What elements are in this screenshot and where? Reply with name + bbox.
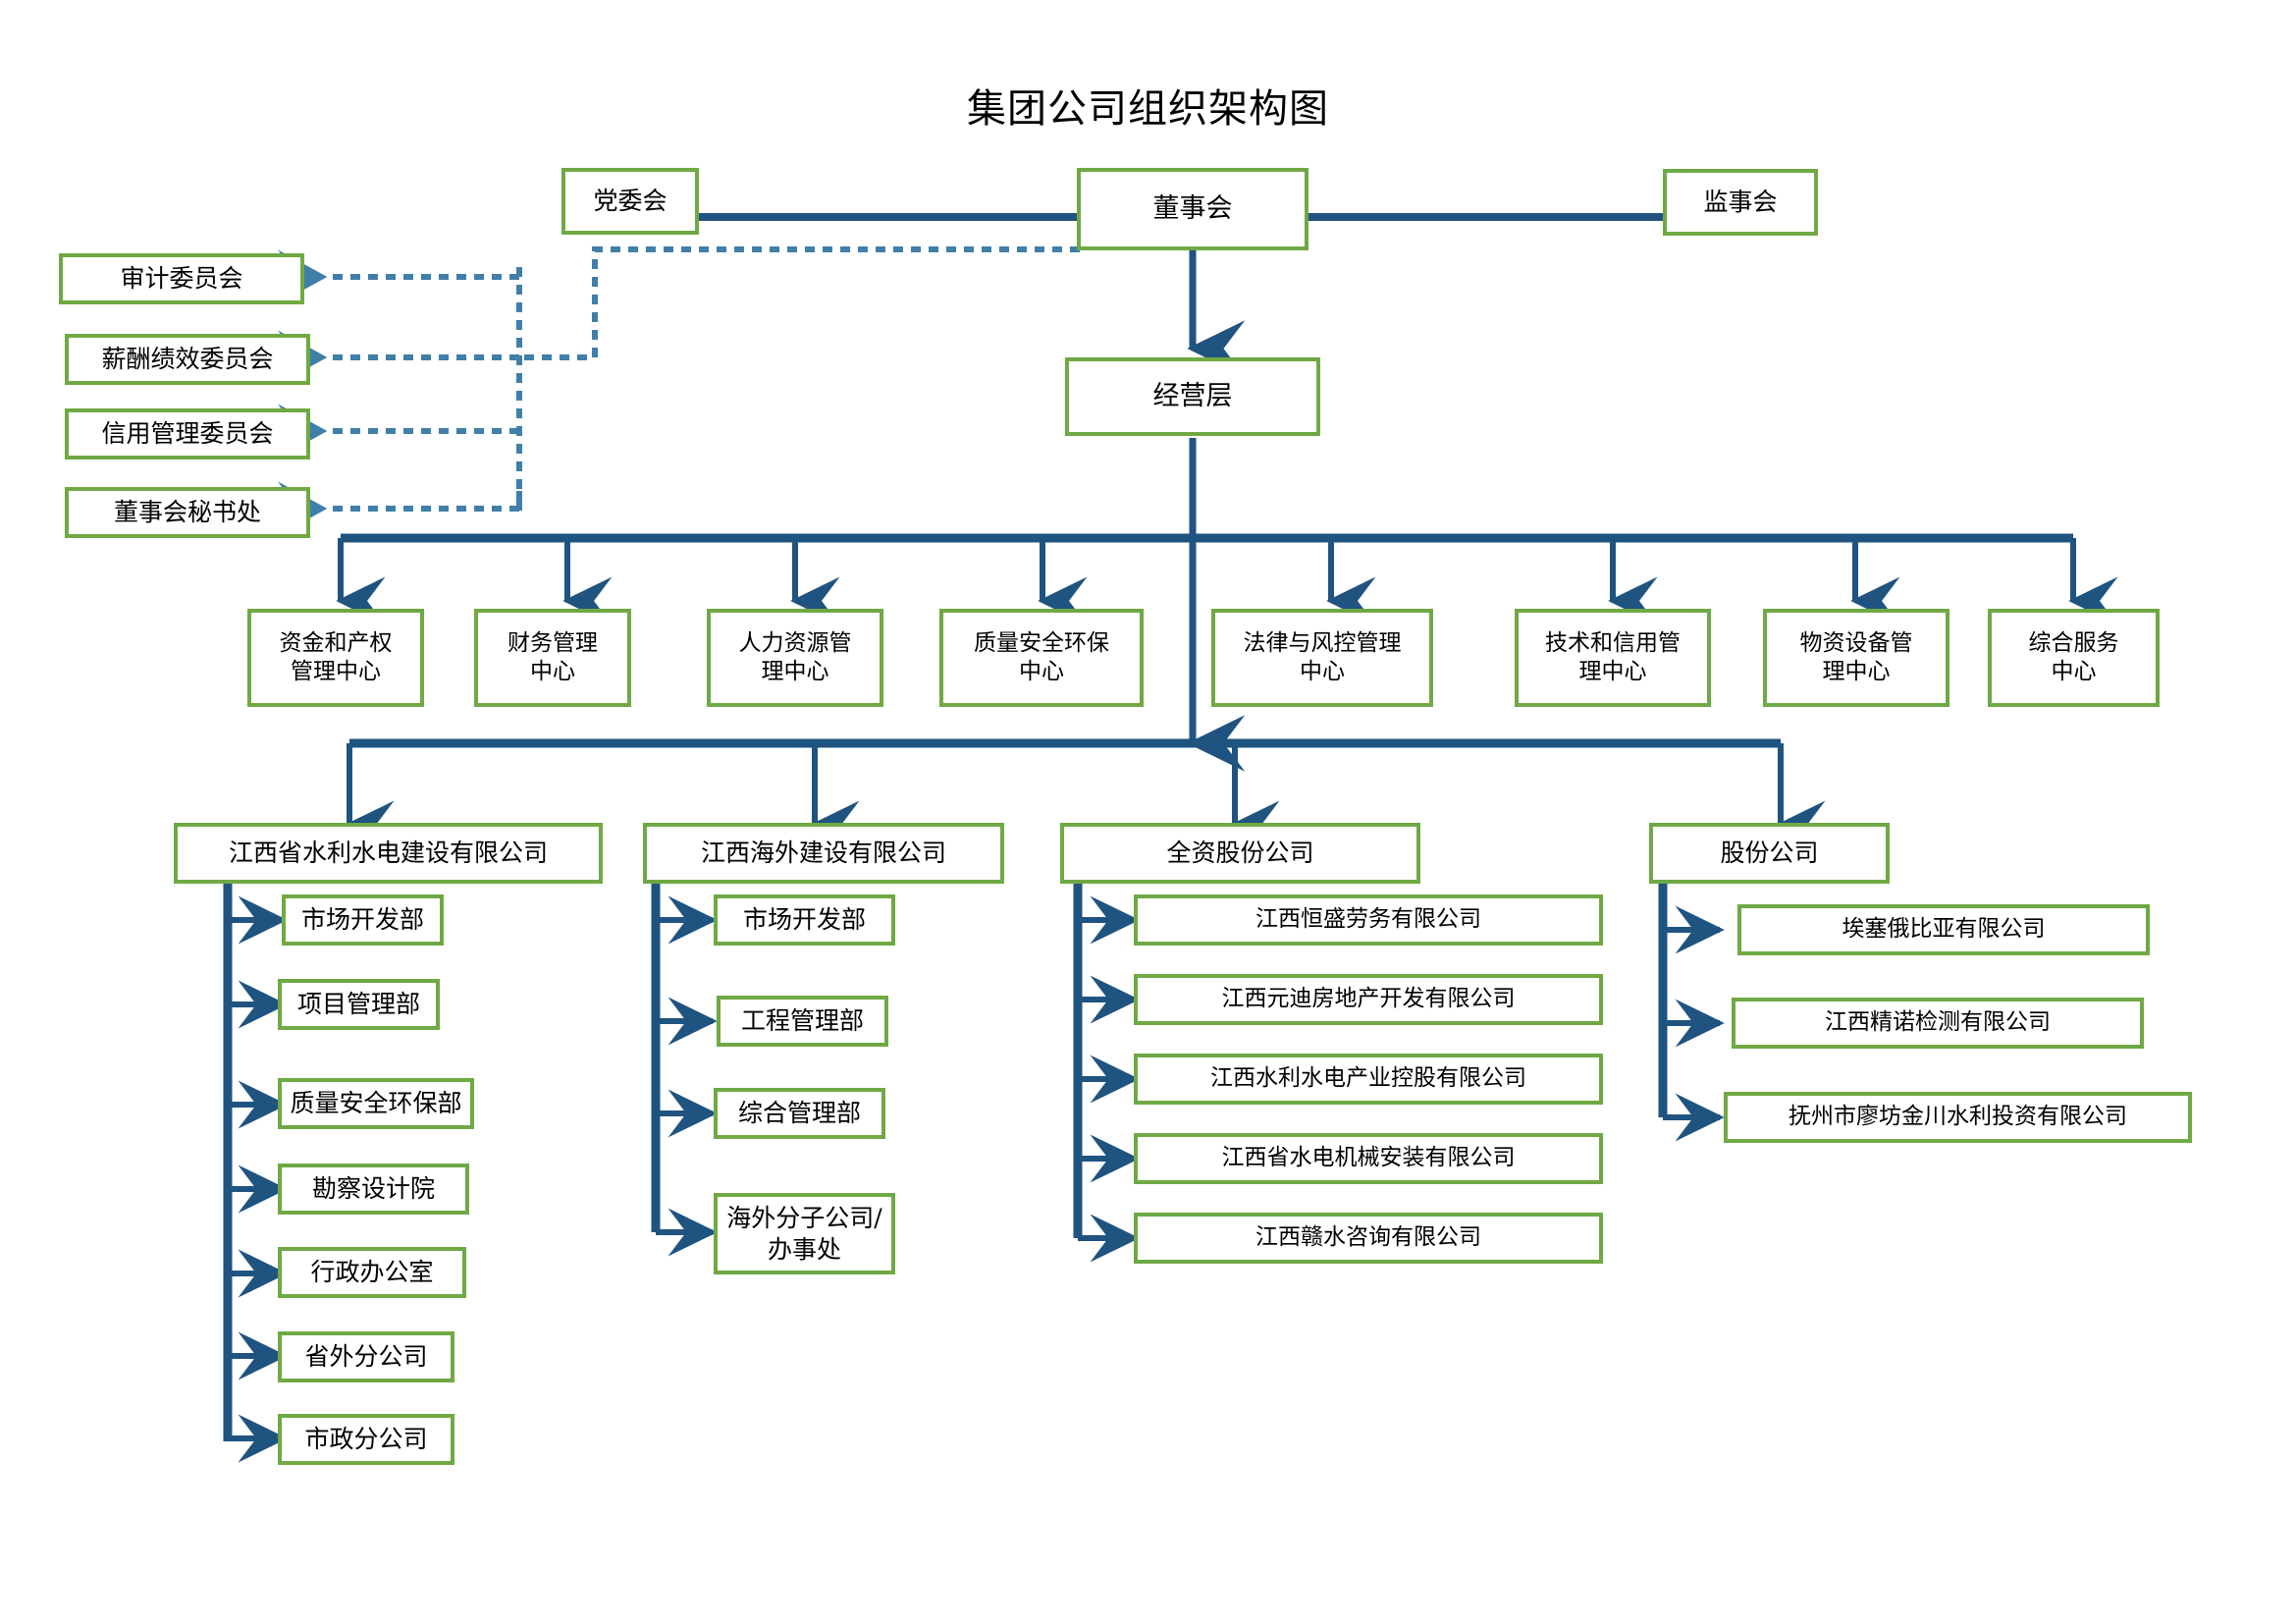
node-company-c4-ethiopia[interactable]: 埃塞俄比亚有限公司 <box>1737 904 2150 955</box>
node-company-c4-liaofang-jinchuan-water-investment[interactable]: 抚州市廖坊金川水利投资有限公司 <box>1724 1092 2192 1143</box>
node-committee-credit[interactable]: 信用管理委员会 <box>65 408 310 460</box>
node-subsidiary-jx-overseas[interactable]: 江西海外建设有限公司 <box>643 823 1004 884</box>
node-subsidiary-wholly-owned[interactable]: 全资股份公司 <box>1060 823 1420 884</box>
node-subsidiary-jx-water-power[interactable]: 江西省水利水电建设有限公司 <box>174 823 603 884</box>
node-center-tech-credit[interactable]: 技术和信用管 理中心 <box>1515 609 1711 707</box>
node-management-layer[interactable]: 经营层 <box>1065 357 1320 436</box>
node-company-c3-yuandi-realestate[interactable]: 江西元迪房地产开发有限公司 <box>1134 974 1603 1025</box>
node-center-funds-equity[interactable]: 资金和产权 管理中心 <box>247 609 424 707</box>
node-party-committee[interactable]: 党委会 <box>561 168 699 235</box>
node-center-legal-risk[interactable]: 法律与风控管理 中心 <box>1211 609 1433 707</box>
node-company-c3-hengsheng-labor[interactable]: 江西恒盛劳务有限公司 <box>1134 894 1603 946</box>
node-dept-c2-overseas-branch-office[interactable]: 海外分子公司/ 办事处 <box>714 1193 895 1274</box>
node-dept-c1-market-development[interactable]: 市场开发部 <box>282 894 444 946</box>
node-board-secretariat[interactable]: 董事会秘书处 <box>65 487 310 538</box>
node-dept-c2-market-development[interactable]: 市场开发部 <box>714 894 895 946</box>
node-dept-c1-survey-design-institute[interactable]: 勘察设计院 <box>278 1164 469 1215</box>
node-center-general-services[interactable]: 综合服务 中心 <box>1988 609 2160 707</box>
node-company-c3-ganshui-consulting[interactable]: 江西赣水咨询有限公司 <box>1134 1213 1603 1264</box>
node-center-materials-equipment[interactable]: 物资设备管 理中心 <box>1763 609 1949 707</box>
node-dept-c1-municipal-branch[interactable]: 市政分公司 <box>278 1414 454 1465</box>
node-committee-audit[interactable]: 审计委员会 <box>59 253 304 304</box>
node-company-c3-hydro-machinery-install[interactable]: 江西省水电机械安装有限公司 <box>1134 1133 1603 1184</box>
node-dept-c1-administration-office[interactable]: 行政办公室 <box>278 1247 466 1298</box>
node-company-c3-water-power-industry-holding[interactable]: 江西水利水电产业控股有限公司 <box>1134 1054 1603 1105</box>
node-dept-c1-project-management[interactable]: 项目管理部 <box>278 979 440 1030</box>
node-committee-compensation[interactable]: 薪酬绩效委员会 <box>65 334 310 385</box>
node-board-of-directors[interactable]: 董事会 <box>1077 168 1308 250</box>
node-supervisory-board[interactable]: 监事会 <box>1663 169 1818 236</box>
node-dept-c1-quality-safety-env[interactable]: 质量安全环保部 <box>278 1078 474 1129</box>
node-company-c4-jingnuo-testing[interactable]: 江西精诺检测有限公司 <box>1732 998 2144 1049</box>
page-title: 集团公司组织架构图 <box>967 86 1329 132</box>
wire-board-to-committees-dotted <box>519 246 1080 360</box>
node-dept-c1-out-of-province-branch[interactable]: 省外分公司 <box>278 1331 454 1382</box>
node-center-quality-safety-env[interactable]: 质量安全环保 中心 <box>939 609 1144 707</box>
node-dept-c2-engineering-management[interactable]: 工程管理部 <box>717 996 888 1047</box>
node-dept-c2-general-management[interactable]: 综合管理部 <box>714 1088 885 1139</box>
node-center-human-resources[interactable]: 人力资源管 理中心 <box>707 609 883 707</box>
node-center-finance[interactable]: 财务管理 中心 <box>474 609 631 707</box>
node-subsidiary-joint-stock[interactable]: 股份公司 <box>1649 823 1890 884</box>
